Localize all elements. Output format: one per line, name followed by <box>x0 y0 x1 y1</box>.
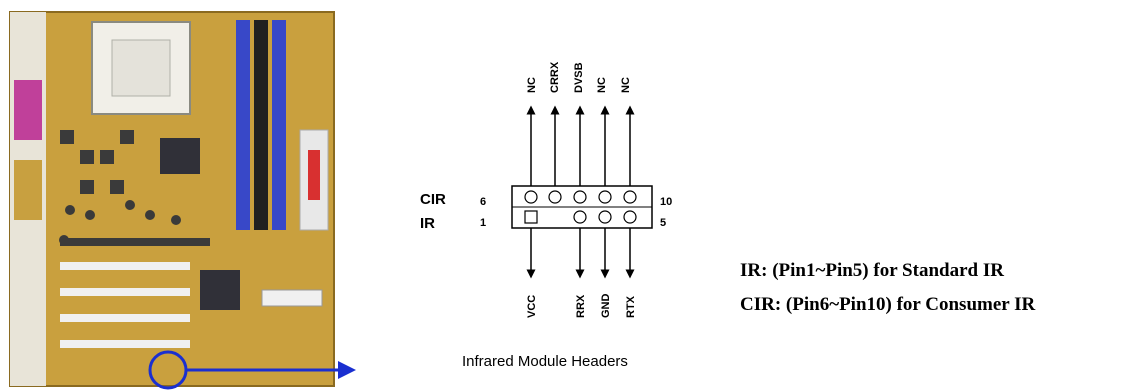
pin-10 <box>623 190 637 204</box>
pin-7 <box>548 190 562 204</box>
pin-1 <box>524 210 538 224</box>
bottom-signal-label-3: RRX <box>575 294 587 318</box>
header-box <box>511 185 653 229</box>
pin-3 <box>573 210 587 224</box>
pci-slot-3 <box>60 314 190 322</box>
components <box>59 130 181 245</box>
row-label-ir: IR <box>420 215 435 232</box>
pin-number-1: 1 <box>480 217 486 229</box>
top-signal-label-1: NC <box>526 77 538 93</box>
southbridge-chip <box>200 270 240 310</box>
dimm-slot-1 <box>236 20 250 230</box>
bottom-signal-label-4: GND <box>600 294 612 319</box>
ide-connector <box>261 289 323 307</box>
top-signal-label-2: CRRX <box>549 61 561 93</box>
pin-number-10: 10 <box>660 196 672 208</box>
agp-slot <box>60 238 210 246</box>
pin-8 <box>573 190 587 204</box>
bottom-signal-label-5: RTX <box>625 295 637 318</box>
pointer-arrow-head <box>338 361 356 379</box>
top-signal-label-3: DVSB <box>573 62 585 93</box>
pin-number-5: 5 <box>660 217 666 229</box>
row-label-cir: CIR <box>420 191 446 208</box>
dimm-slot-3 <box>272 20 286 230</box>
motherboard-illustration <box>9 11 356 390</box>
top-signal-label-5: NC <box>620 77 632 93</box>
bottom-signal-label-1: VCC <box>526 295 538 318</box>
diagram-caption: Infrared Module Headers <box>462 353 628 370</box>
pin-4 <box>598 210 612 224</box>
pin-number-6: 6 <box>480 196 486 208</box>
top-signal-label-4: NC <box>596 77 608 93</box>
dimm-slot-2 <box>254 20 268 230</box>
pin-9 <box>598 190 612 204</box>
northbridge-chip <box>160 138 200 174</box>
serial-port <box>14 160 42 220</box>
pin-5 <box>623 210 637 224</box>
cir-note: CIR: (Pin6~Pin10) for Consumer IR <box>740 294 1036 315</box>
pci-slot-2 <box>60 288 190 296</box>
ir-note: IR: (Pin1~Pin5) for Standard IR <box>740 260 1004 281</box>
pin-6 <box>524 190 538 204</box>
parallel-port <box>14 80 42 140</box>
pci-slot-1 <box>60 262 190 270</box>
pci-slot-4 <box>60 340 190 348</box>
